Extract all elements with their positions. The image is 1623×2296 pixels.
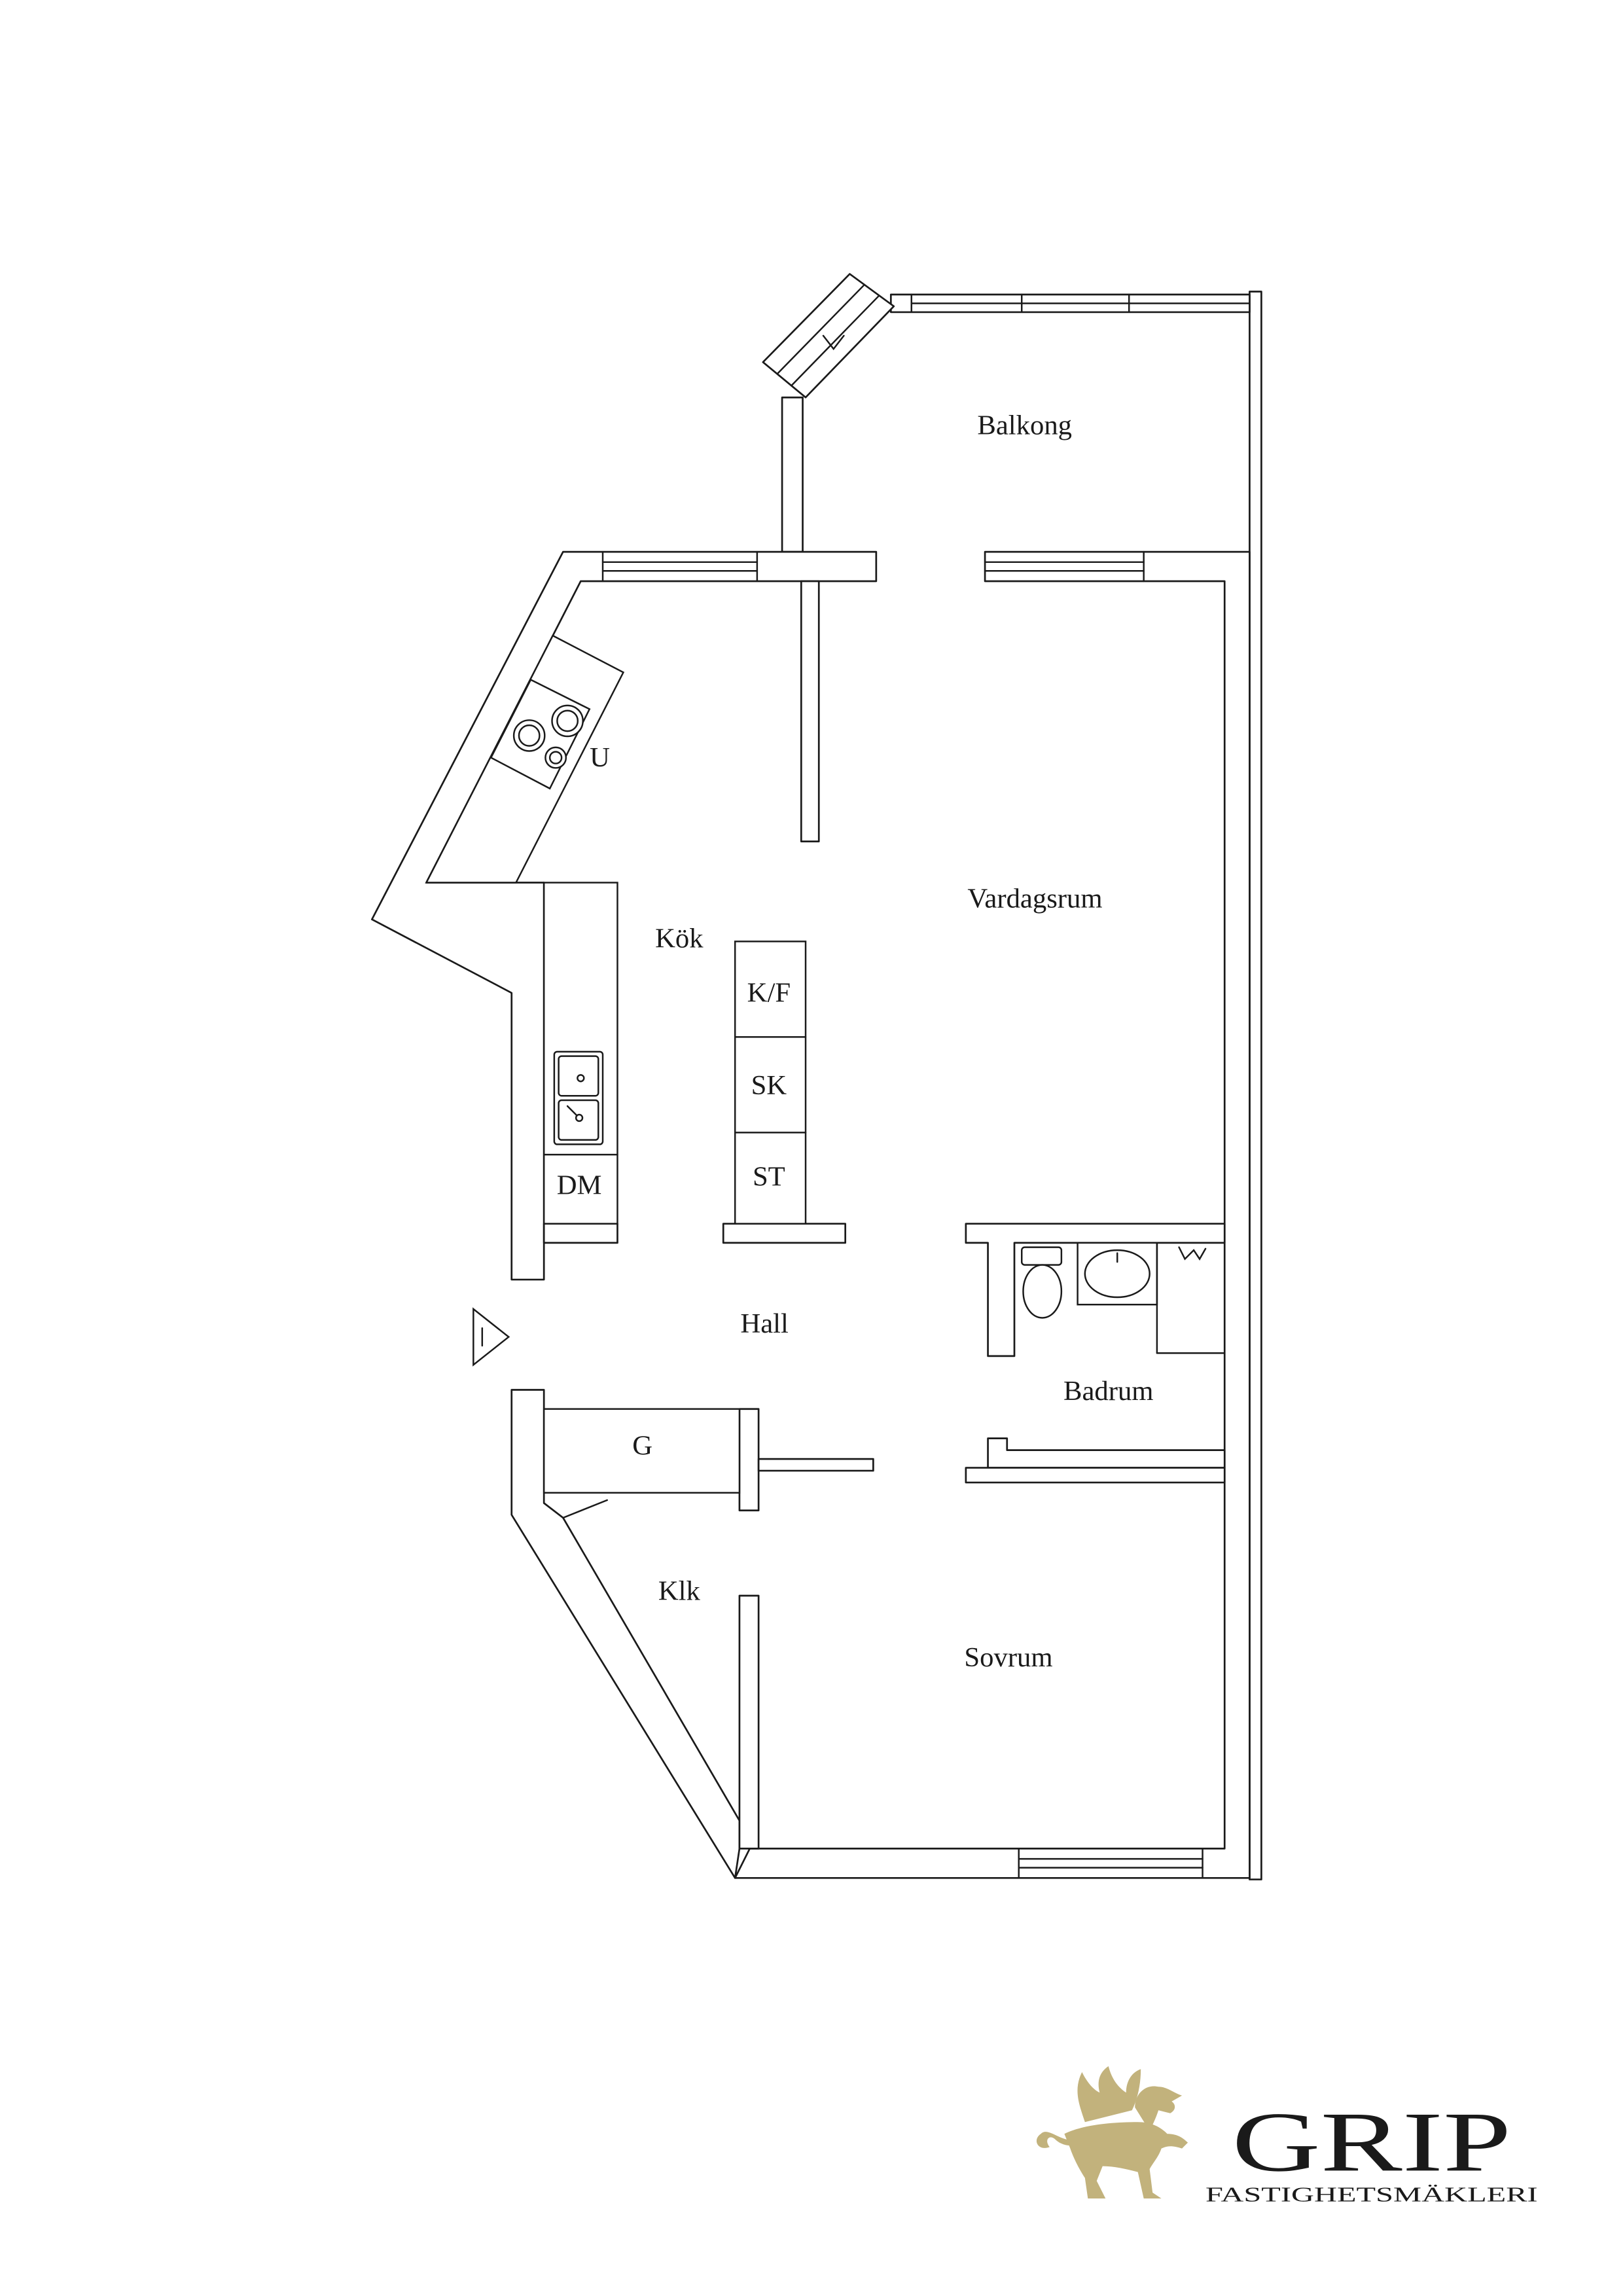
toilet-tank (1020, 1246, 1063, 1266)
room-label-sovrum: Sovrum (964, 1642, 1052, 1673)
kitchen-living-partition (800, 580, 820, 842)
bedroom-wall-left (738, 1594, 760, 1850)
balcony-railing-details (776, 283, 1251, 387)
burner-icon (544, 746, 567, 769)
washbasin-bowl-icon (1084, 1249, 1150, 1299)
room-label-hall: Hall (740, 1308, 788, 1339)
kitchen-island (734, 941, 807, 1225)
fixture-label-dm: DM (557, 1170, 602, 1201)
island-base-wall (722, 1223, 847, 1244)
room-label-vardagsrum: Vardagsrum (967, 884, 1102, 914)
closet-wall (738, 1408, 760, 1512)
kitchen-fixtures (425, 634, 807, 1225)
bedroom-wall-top (965, 1467, 1226, 1484)
washbasin (1077, 1242, 1158, 1306)
logo-tagline: FASTIGHETSMÄKLERI (1205, 2183, 1538, 2206)
windows (601, 283, 1251, 1879)
room-label-kok: Kök (655, 923, 704, 954)
griffin-logo-icon (1036, 2066, 1188, 2199)
logo-name: GRIP (1232, 2095, 1511, 2189)
walls (370, 273, 1262, 1880)
counter-base-wall (543, 1223, 618, 1244)
shower-tap-icon (1178, 1246, 1207, 1261)
kitchen-exterior-wall (370, 550, 878, 1281)
balcony-wall-left (781, 396, 804, 553)
bathroom-fixtures (1020, 1242, 1226, 1354)
living-room-window (984, 550, 1145, 583)
logo: GRIP FASTIGHETSMÄKLERI (1036, 2066, 1538, 2206)
bathroom-wall-top (965, 1223, 1226, 1357)
bedroom-window (1018, 1848, 1204, 1879)
kitchen-window (601, 550, 758, 583)
room-label-balkong: Balkong (977, 410, 1072, 440)
balcony-railing-angled (762, 273, 895, 399)
bathroom-wall-bottom (987, 1437, 1226, 1469)
room-label-klk: Klk (658, 1576, 701, 1607)
hall-bedroom-wall (757, 1458, 874, 1472)
exterior-wall-right (1249, 291, 1262, 1880)
fixture-label-u: U (590, 742, 610, 773)
fixture-label-g: G (632, 1430, 652, 1461)
fixture-label-sk: SK (751, 1070, 787, 1101)
sink-icon (553, 1050, 604, 1145)
toilet-icon (1022, 1264, 1063, 1319)
room-label-badrum: Badrum (1063, 1376, 1153, 1407)
fixture-label-kf: K/F (747, 977, 791, 1008)
fixture-label-st: ST (753, 1161, 785, 1192)
wardrobe (543, 1408, 741, 1494)
labels: Balkong U Kök Vardagsrum K/F SK ST DM Ha… (557, 410, 1154, 1672)
balcony-door-mark-icon (822, 334, 845, 351)
closet-door-line (562, 1499, 608, 1519)
entrance-arrow-icon (473, 1307, 510, 1367)
hall-fixtures (473, 1307, 741, 1519)
